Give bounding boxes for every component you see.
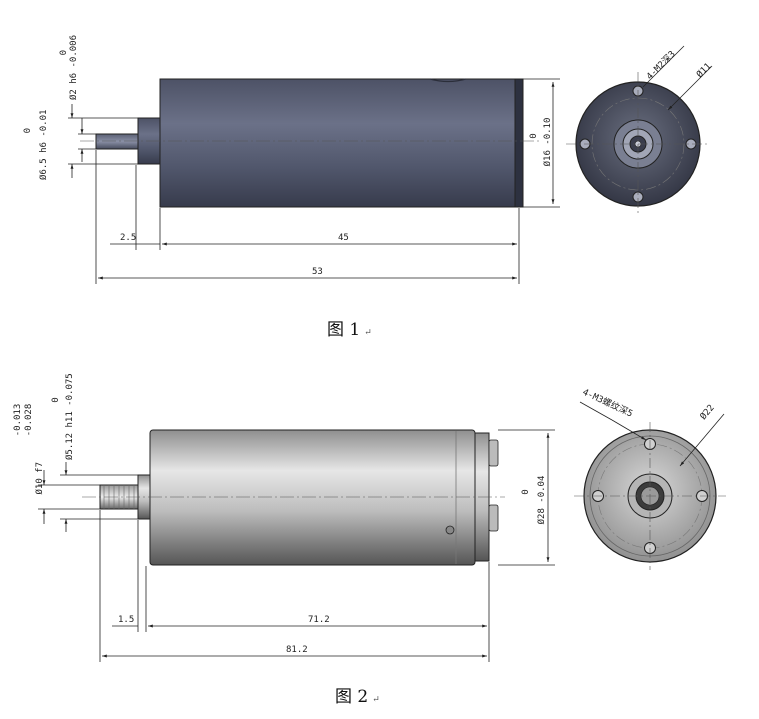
- motor-2-body: [149, 429, 476, 566]
- fig1-screw: 4-M2深3: [644, 49, 677, 82]
- fig1-body-len: 45: [338, 233, 349, 243]
- motor-1-side-view: [80, 78, 540, 208]
- fig2-pcd: Ø22: [698, 402, 717, 422]
- fig2-boss-dia: Ø5.12 h11 -0.075: [64, 373, 75, 460]
- fig2-pinion-tol-top: -0.013: [13, 404, 23, 437]
- figure-1-caption-text: 图 1: [327, 320, 361, 340]
- figure-2: -0.013 -0.028 Ø10 f7 0 Ø5.12 h11 -0.075 …: [13, 373, 726, 662]
- fig2-body-dia-dim: [498, 429, 555, 566]
- fig1-boss-len: 2.5: [120, 233, 136, 243]
- motor-1-endcap: [514, 78, 524, 208]
- fig2-body-len: 71.2: [308, 615, 330, 625]
- motor-1-shaft: [95, 133, 141, 150]
- fig2-total-len: 81.2: [286, 645, 308, 655]
- figure-2-caption-text: 图 2: [335, 687, 369, 707]
- fig1-boss-dia-tol: 0: [23, 128, 33, 133]
- fig1-shaft-dia-tol: 0: [59, 50, 69, 55]
- figure-2-caption: 图 2↵: [335, 682, 380, 707]
- fig2-body-dia-tol: 0: [521, 489, 531, 494]
- fig1-boss-dia: Ø6.5 h6 -0.01: [38, 110, 49, 180]
- fig2-body-dia: Ø28 -0.04: [536, 476, 547, 525]
- fig2-length-dims: [99, 510, 490, 662]
- figure-1: 0 Ø2 h6 -0.006 0 Ø6.5 h6 -0.01 0 Ø16 -0.…: [23, 35, 714, 284]
- fig1-body-dia-tol: 0: [529, 133, 539, 138]
- fig1-total-len: 53: [312, 267, 323, 277]
- fig2-pinion-tol-bot: -0.028: [24, 404, 34, 437]
- fig1-shaft-dia: Ø2 h6 -0.006: [68, 35, 79, 100]
- motor-1-body: [159, 78, 520, 208]
- motor-1-front-view: [566, 45, 713, 216]
- return-mark-2: ↵: [372, 695, 380, 705]
- fig1-length-dims: [95, 150, 520, 284]
- figure-1-caption: 图 1↵: [327, 315, 372, 340]
- motor-2-front-view: [574, 401, 726, 570]
- motor-1-flat: [429, 78, 467, 83]
- fig1-pcd: Ø11: [694, 61, 713, 80]
- fig2-pinion-dia: Ø10 f7: [34, 462, 45, 495]
- fig2-boss-tol-top: 0: [51, 397, 61, 402]
- motor-2-side-view: [82, 429, 505, 566]
- fig2-boss-len: 1.5: [118, 615, 134, 625]
- return-mark-1: ↵: [364, 328, 372, 338]
- fig2-left-dims: [38, 462, 138, 532]
- fig1-left-dims: [68, 104, 138, 178]
- fig1-body-dia-dim: [523, 78, 560, 208]
- fig2-screw: 4-M3螺纹深5: [581, 386, 635, 420]
- fig1-body-dia: Ø16 -0.10: [542, 118, 553, 167]
